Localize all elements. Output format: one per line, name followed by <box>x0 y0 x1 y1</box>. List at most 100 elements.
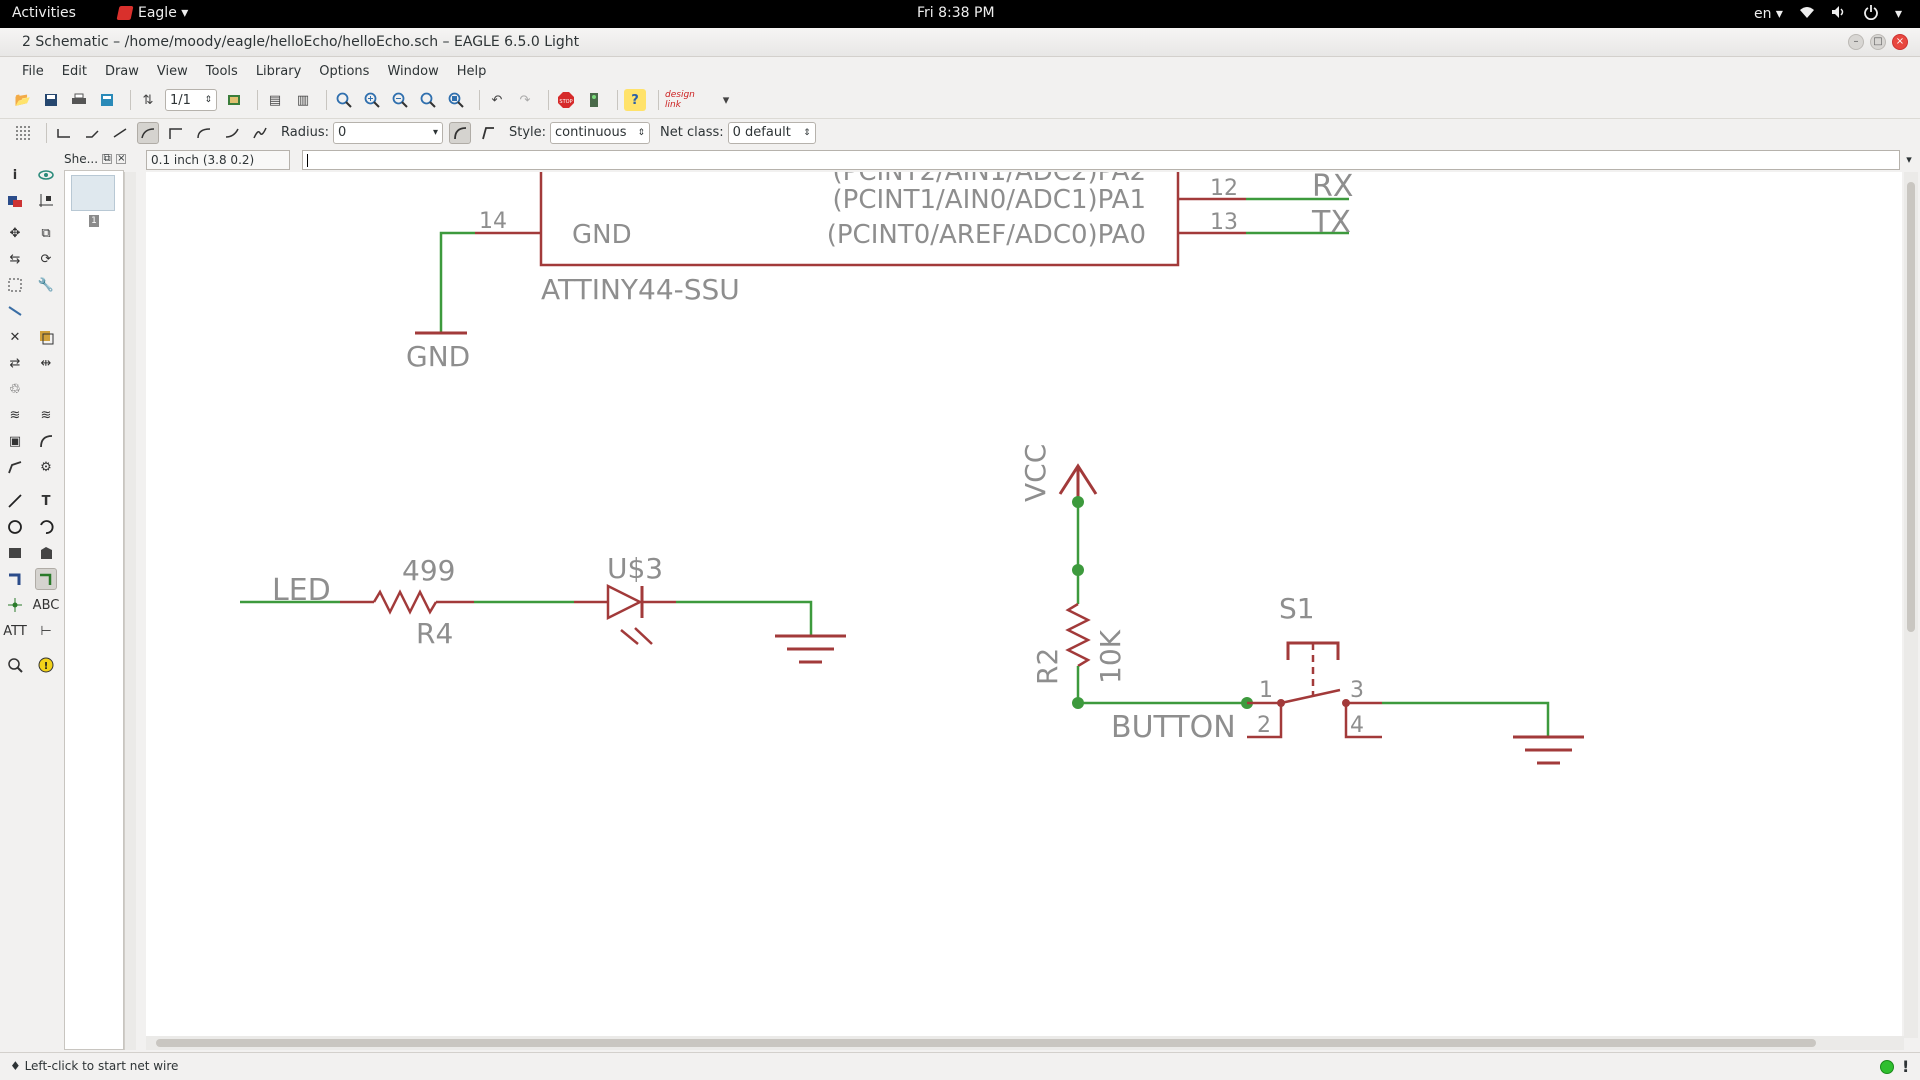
paste-icon[interactable] <box>4 300 26 322</box>
value-icon[interactable]: ≋ <box>40 407 52 423</box>
switch-gnd-wire[interactable] <box>1382 701 1550 736</box>
save-icon[interactable] <box>40 89 62 111</box>
group-icon[interactable] <box>4 274 26 296</box>
open-icon[interactable]: 📂 <box>14 92 32 108</box>
rect-icon[interactable] <box>4 542 26 564</box>
sheet-thumbnail[interactable] <box>71 175 115 211</box>
junction-icon[interactable] <box>4 594 26 616</box>
menu-edit[interactable]: Edit <box>61 63 87 79</box>
bend-style-arc-icon[interactable] <box>193 122 215 144</box>
erc-icon[interactable] <box>4 654 26 676</box>
redo-icon[interactable]: ↷ <box>519 92 531 108</box>
display-icon[interactable] <box>4 190 26 212</box>
bend-style-straight-icon[interactable] <box>109 122 131 144</box>
split-icon[interactable] <box>4 456 26 478</box>
power-icon[interactable] <box>1863 4 1879 24</box>
bend-style-arc2-icon[interactable] <box>221 122 243 144</box>
window-title-bar[interactable]: 2 Schematic – /home/moody/eagle/helloEch… <box>0 28 1920 57</box>
gateswap-icon[interactable]: ⇹ <box>40 355 52 371</box>
float-icon[interactable]: ⧉ <box>102 153 113 164</box>
canvas-horizontal-scrollbar[interactable] <box>146 1036 1904 1050</box>
app-menu[interactable]: Eagle ▾ <box>116 5 188 21</box>
circle-icon[interactable] <box>4 516 26 538</box>
chevron-down-icon[interactable]: ▾ <box>1894 6 1902 22</box>
script-icon[interactable]: ▤ <box>268 92 282 108</box>
copy-icon[interactable]: ⧉ <box>41 225 51 241</box>
bus-icon[interactable] <box>4 568 26 590</box>
minimize-button[interactable]: – <box>1848 34 1864 50</box>
bend-style-90-icon[interactable] <box>53 122 75 144</box>
help-icon[interactable]: ? <box>624 89 646 111</box>
grid-icon[interactable] <box>12 122 34 144</box>
menu-tools[interactable]: Tools <box>205 63 238 79</box>
sheet-select[interactable]: 1/1 ⇕ <box>165 89 217 111</box>
close-button[interactable]: × <box>1892 34 1908 50</box>
language-indicator[interactable]: en ▾ <box>1754 6 1783 22</box>
rotate-icon[interactable]: ⟳ <box>40 251 52 267</box>
led-u3-symbol[interactable] <box>606 583 643 621</box>
go-icon[interactable] <box>583 89 605 111</box>
mirror-icon[interactable]: ⇆ <box>9 251 21 267</box>
board-switch-icon[interactable]: ⇅ <box>142 92 154 108</box>
menu-draw[interactable]: Draw <box>104 63 139 79</box>
smash-icon[interactable]: ▣ <box>8 433 22 449</box>
stop-command-icon[interactable]: ! <box>1902 1057 1910 1076</box>
zoom-select-icon[interactable] <box>445 89 467 111</box>
ulp-icon[interactable]: ▥ <box>296 92 310 108</box>
mark-icon[interactable] <box>35 190 57 212</box>
round-miter-icon[interactable] <box>448 121 471 144</box>
maximize-button[interactable]: □ <box>1870 34 1886 50</box>
menu-library[interactable]: Library <box>255 63 302 79</box>
sheets-panel-scrollbar[interactable] <box>124 172 136 1050</box>
dimension-icon[interactable]: ⊢ <box>40 623 52 639</box>
close-icon[interactable]: × <box>116 153 127 164</box>
pinswap-icon[interactable]: ⇄ <box>9 355 21 371</box>
cam-processor-icon[interactable] <box>96 89 118 111</box>
zoom-in-icon[interactable] <box>361 89 383 111</box>
wire-icon[interactable] <box>4 490 26 512</box>
sheets-tab-label[interactable]: She... <box>64 152 99 166</box>
info-icon[interactable]: i <box>12 167 18 183</box>
led-gnd-wire[interactable] <box>676 600 813 636</box>
show-icon[interactable] <box>35 164 57 186</box>
designlink-icon[interactable]: design link <box>665 90 695 110</box>
zoom-out-icon[interactable] <box>389 89 411 111</box>
errors-icon[interactable]: ! <box>35 654 57 676</box>
bend-style-freehand-icon[interactable] <box>249 122 271 144</box>
mcu-symbol-outline[interactable] <box>539 172 1180 267</box>
netclass-select[interactable]: 0 default ⇕ <box>727 121 816 144</box>
polygon-icon[interactable] <box>35 542 57 564</box>
menu-options[interactable]: Options <box>319 63 370 79</box>
scroll-thumb[interactable] <box>156 1039 1816 1047</box>
change-icon[interactable]: 🔧 <box>37 277 55 293</box>
use-library-icon[interactable] <box>223 89 245 111</box>
chevron-down-icon[interactable]: ▾ <box>1906 153 1912 166</box>
radius-input[interactable]: 0 ▾ <box>332 121 443 144</box>
undo-icon[interactable]: ↶ <box>491 92 503 108</box>
delete-icon[interactable]: ✕ <box>9 329 21 345</box>
volume-icon[interactable] <box>1831 5 1847 23</box>
net-icon[interactable] <box>35 568 57 590</box>
move-icon[interactable]: ✥ <box>9 225 21 241</box>
menu-window[interactable]: Window <box>387 63 439 79</box>
label-icon[interactable]: ABC <box>32 597 60 613</box>
menu-help[interactable]: Help <box>456 63 487 79</box>
attribute-icon[interactable]: ATT <box>3 623 27 639</box>
add-icon[interactable] <box>35 326 57 348</box>
bend-style-corner-icon[interactable] <box>165 122 187 144</box>
arc-icon[interactable] <box>35 516 57 538</box>
straight-miter-icon[interactable] <box>477 122 499 144</box>
menu-file[interactable]: File <box>22 63 44 79</box>
gnd-net-wire[interactable] <box>439 231 475 333</box>
menu-view[interactable]: View <box>156 63 188 79</box>
wifi-icon[interactable] <box>1799 5 1815 23</box>
command-input[interactable] <box>302 150 1900 170</box>
bend-style-curve-icon[interactable] <box>137 121 159 144</box>
bend-style-45-icon[interactable] <box>81 122 103 144</box>
scroll-thumb[interactable] <box>1907 182 1915 632</box>
chevron-down-icon[interactable]: ▾ <box>722 92 730 108</box>
redraw-icon[interactable] <box>417 89 439 111</box>
canvas-vertical-scrollbar[interactable] <box>1904 172 1918 1038</box>
style-select[interactable]: continuous ⇕ <box>550 121 651 144</box>
print-icon[interactable] <box>68 89 90 111</box>
